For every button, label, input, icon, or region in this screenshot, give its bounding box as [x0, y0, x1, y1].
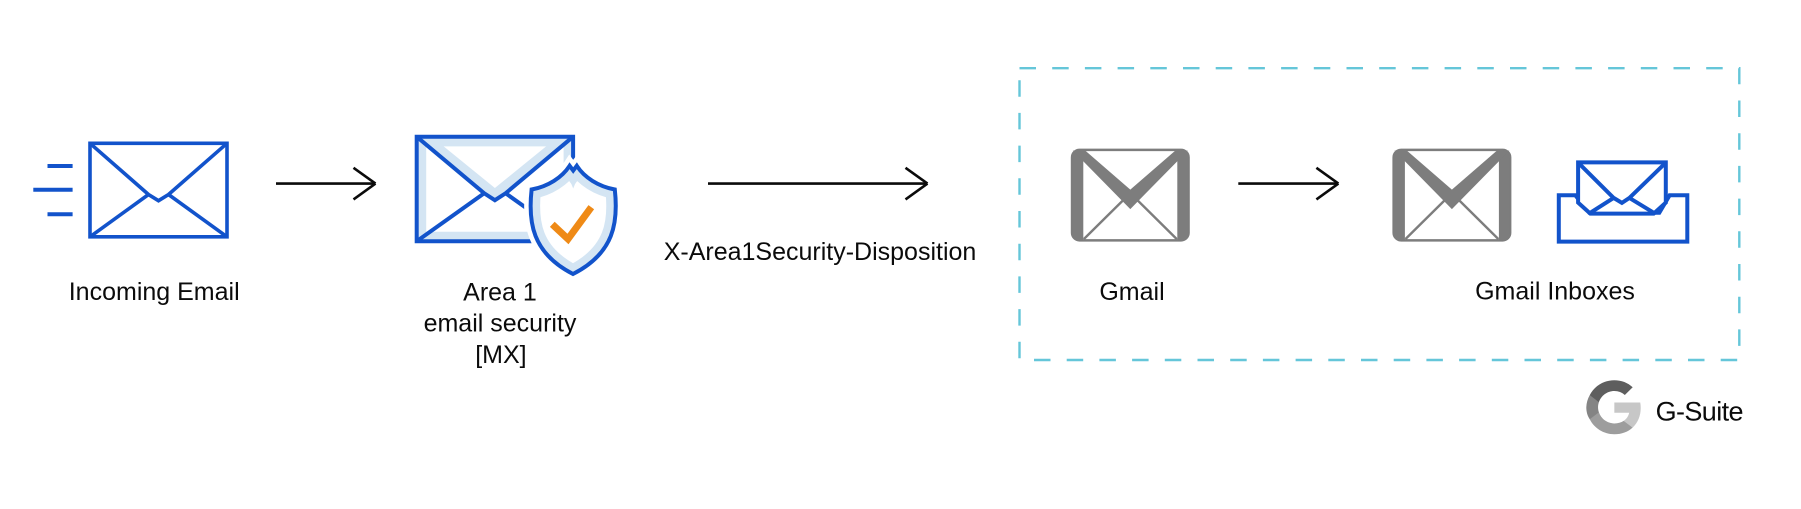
svg-text:Gmail: Gmail — [1099, 278, 1164, 306]
svg-text:Area 1: Area 1 — [463, 279, 537, 307]
svg-text:Incoming Email: Incoming Email — [69, 278, 240, 306]
svg-text:[MX]: [MX] — [475, 341, 526, 369]
svg-text:Gmail Inboxes: Gmail Inboxes — [1475, 278, 1635, 306]
svg-text:email security: email security — [424, 310, 577, 338]
svg-text:X-Area1Security-Disposition: X-Area1Security-Disposition — [664, 238, 977, 266]
svg-text:G-Suite: G-Suite — [1656, 396, 1743, 426]
